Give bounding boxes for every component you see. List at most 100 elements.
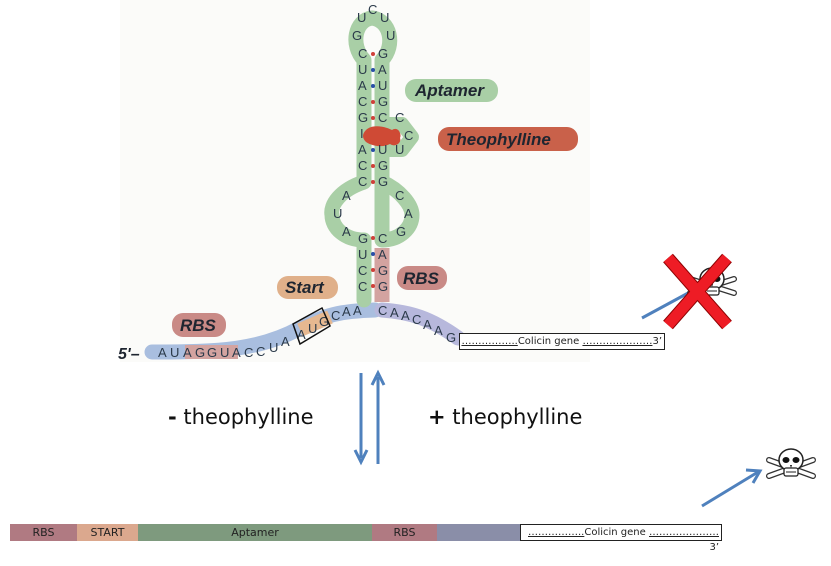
- nt: U: [357, 10, 366, 25]
- minus-sign: -: [168, 405, 177, 429]
- nt: C: [358, 46, 367, 61]
- nt: C: [358, 94, 367, 109]
- nt: A: [342, 304, 351, 319]
- nt: C: [404, 128, 413, 143]
- theophylline-label: Theophylline: [446, 130, 551, 149]
- nt: C: [331, 308, 340, 323]
- nt: C: [395, 188, 404, 203]
- internal-loop-band: [324, 174, 420, 248]
- nt: U: [378, 78, 387, 93]
- plus-label: theophylline: [452, 405, 583, 429]
- start-codon-box: [292, 306, 331, 346]
- start-label: Start: [285, 278, 325, 297]
- nt: C: [358, 158, 367, 173]
- plus-theophylline-label: + theophylline: [428, 405, 582, 429]
- arrow-down-head: [353, 449, 369, 466]
- nt: U: [358, 62, 367, 77]
- base-pair-dots: [371, 52, 375, 288]
- nt: C: [368, 2, 377, 17]
- gene-end: 3’: [709, 542, 719, 553]
- nt: G: [195, 345, 205, 360]
- nt: A: [390, 305, 399, 320]
- gene-end: 3’: [652, 336, 662, 347]
- rbs-left-label-pill: [172, 313, 226, 337]
- segment-aptamer: Aptamer: [138, 524, 372, 541]
- rbs-left-label: RBS: [180, 316, 217, 335]
- rbs-right-label: RBS: [403, 269, 440, 288]
- segment-linker: [437, 524, 520, 541]
- nt: C: [395, 110, 404, 125]
- nt: A: [232, 345, 241, 360]
- arrow-up-head: [370, 369, 386, 386]
- nt: A: [281, 334, 290, 349]
- nt: G: [358, 231, 368, 246]
- nt: G: [207, 345, 217, 360]
- nt: U: [395, 142, 404, 157]
- nt: U: [220, 345, 229, 360]
- nt: G: [378, 263, 388, 278]
- nt: G: [319, 314, 329, 329]
- nt: G: [378, 158, 388, 173]
- nt: C: [378, 231, 387, 246]
- rbs-right-label-pill: [397, 266, 447, 290]
- nt: G: [378, 174, 388, 189]
- toxicity-arrow-top: [641, 290, 691, 320]
- nt: A: [342, 188, 351, 203]
- nt: G: [446, 330, 456, 345]
- nt: A: [158, 345, 167, 360]
- nt: U: [269, 340, 278, 355]
- nt: A: [401, 308, 410, 323]
- gene-name: Colicin gene: [584, 527, 646, 538]
- gene-dots-left: ……………..: [461, 336, 518, 347]
- nt: U: [380, 10, 389, 25]
- nt: A: [378, 247, 387, 262]
- nt: U: [378, 142, 387, 157]
- nt: A: [183, 345, 192, 360]
- start-shading: [297, 310, 333, 337]
- nt: U: [358, 247, 367, 262]
- aptamer-label: Aptamer: [414, 81, 485, 100]
- toxicity-arrow-bottom-head: [745, 468, 763, 484]
- nt: A: [434, 323, 443, 338]
- nt: C: [378, 110, 387, 125]
- nt: G: [378, 46, 388, 61]
- nt: C: [244, 345, 253, 360]
- theophylline-molecule: [363, 126, 401, 147]
- skull-crossbones-icon-bottom: [766, 448, 816, 479]
- gene-dots-left: ……………..: [528, 527, 585, 538]
- nt: C: [358, 279, 367, 294]
- linear-construct-bar: RBS START Aptamer RBS: [10, 524, 520, 541]
- nt: C: [358, 174, 367, 189]
- nt: U: [333, 206, 342, 221]
- gene-dots-right: …………………: [582, 336, 653, 347]
- nt: C: [256, 344, 265, 359]
- segment-start: START: [77, 524, 138, 541]
- nt: G: [352, 28, 362, 43]
- hairpin-loop-band: [348, 10, 398, 66]
- gene-name: Colicin gene: [517, 336, 580, 347]
- colicin-gene-box-top: ……………..Colicin gene …………………3’: [459, 333, 665, 350]
- nt: A: [404, 206, 413, 221]
- plus-sign: +: [428, 405, 446, 429]
- minus-theophylline-label: - theophylline: [168, 405, 314, 429]
- linear-strand-right: [374, 302, 466, 346]
- segment-rbs-1: RBS: [10, 524, 77, 541]
- nt: A: [297, 327, 306, 342]
- nt: U: [308, 321, 317, 336]
- colicin-gene-box-bottom: ……………..Colicin gene …………………3’: [520, 524, 722, 553]
- nt: A: [358, 142, 367, 157]
- nt: C: [378, 303, 387, 318]
- nt: C: [412, 312, 421, 327]
- start-label-pill: [277, 276, 338, 299]
- nt: C: [358, 263, 367, 278]
- nt: G: [358, 110, 368, 125]
- nt: G: [396, 224, 406, 239]
- nt: A: [342, 224, 351, 239]
- nt: G: [378, 94, 388, 109]
- nt: U: [386, 28, 395, 43]
- bulge-band: [382, 117, 419, 157]
- blocked-cross-icon: [663, 253, 732, 330]
- toxicity-arrow-bottom: [701, 470, 759, 508]
- nucleotides: G U C U U C U A C G I A C C G A U G C U …: [158, 2, 456, 360]
- minus-label: theophylline: [183, 405, 314, 429]
